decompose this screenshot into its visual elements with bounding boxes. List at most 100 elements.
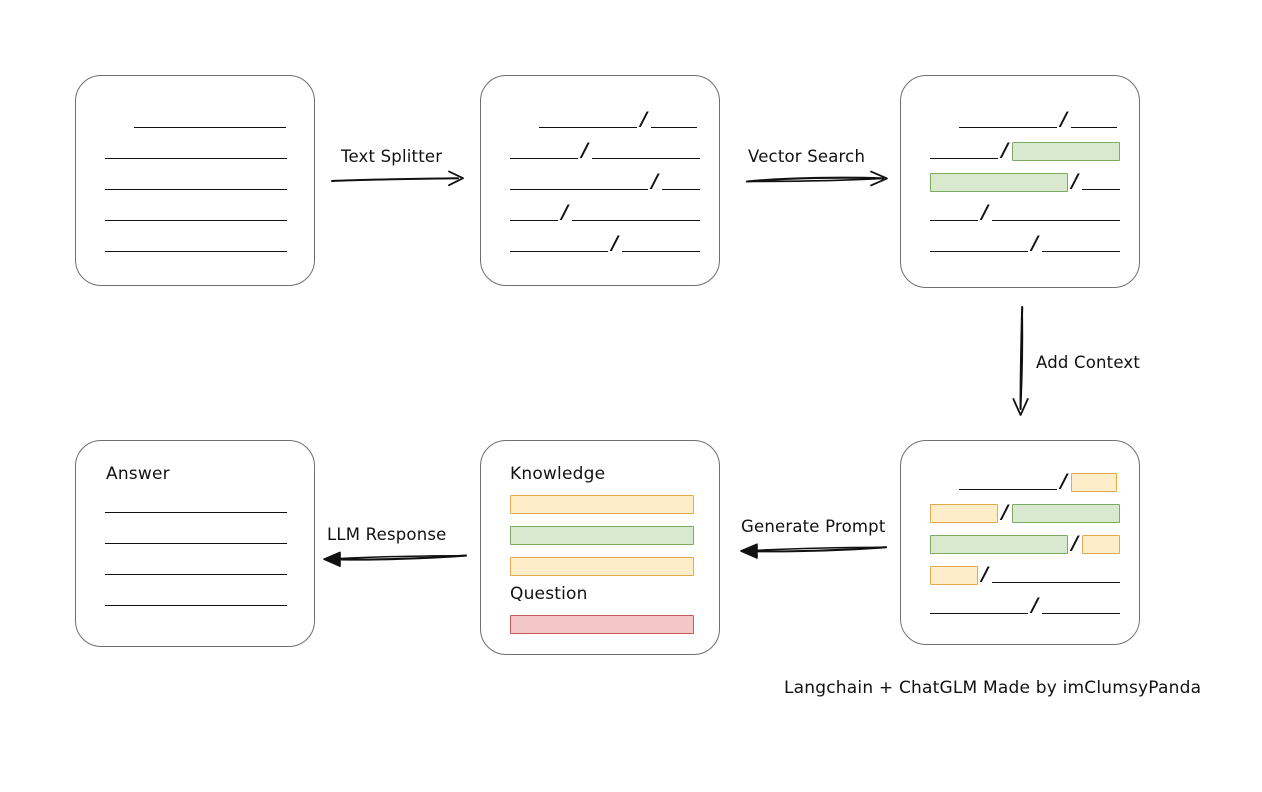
edge-vector-search-arrow	[745, 168, 895, 190]
green-highlight-segment	[1012, 141, 1120, 161]
text-line-segment	[105, 559, 287, 575]
source-document-card[interactable]	[75, 75, 315, 286]
document-line	[76, 109, 314, 131]
document-line: /	[901, 595, 1139, 617]
edge-llm-response-arrow	[318, 548, 470, 570]
document-line: /	[481, 171, 719, 193]
document-line	[76, 494, 314, 516]
yellow-highlight-segment	[510, 494, 694, 514]
document-line	[76, 233, 314, 255]
text-line-segment	[572, 205, 700, 221]
edge-llm-response-label: LLM Response	[327, 525, 447, 544]
answer-rows	[76, 441, 314, 646]
text-line-segment	[510, 236, 608, 252]
separator-slash: /	[1001, 138, 1009, 161]
text-line-segment	[930, 236, 1028, 252]
separator-slash: /	[651, 169, 659, 192]
document-line: /	[901, 140, 1139, 162]
text-line-segment	[510, 205, 558, 221]
separator-slash: /	[611, 231, 619, 254]
context-document-card[interactable]: /////	[900, 440, 1140, 645]
green-highlight-segment	[510, 525, 694, 545]
text-line-segment	[930, 598, 1028, 614]
document-line: /	[901, 471, 1139, 493]
separator-slash: /	[981, 200, 989, 223]
text-line-segment	[105, 143, 287, 159]
edge-generate-prompt-arrow	[735, 540, 890, 562]
diagram-caption: Langchain + ChatGLM Made by imClumsyPand…	[784, 678, 1202, 698]
document-line: /	[901, 502, 1139, 524]
text-line-segment	[105, 205, 287, 221]
yellow-highlight-segment	[930, 503, 998, 523]
document-line: /	[901, 109, 1139, 131]
separator-slash: /	[1060, 469, 1068, 492]
document-line: /	[901, 202, 1139, 224]
separator-slash: /	[581, 138, 589, 161]
prompt-line	[481, 613, 719, 635]
yellow-highlight-segment	[930, 565, 978, 585]
edge-add-context-label: Add Context	[1036, 353, 1141, 372]
split-document-card[interactable]: / / / / /	[480, 75, 720, 286]
text-line-segment	[134, 112, 286, 128]
separator-slash: /	[1031, 593, 1039, 616]
separator-slash: /	[561, 200, 569, 223]
document-line	[76, 171, 314, 193]
text-line-segment	[105, 497, 287, 513]
context-document-rows: /////	[901, 441, 1139, 644]
edge-text-splitter-label: Text Splitter	[341, 147, 443, 166]
text-line-segment	[105, 590, 287, 606]
text-line-segment	[992, 205, 1120, 221]
document-line	[76, 525, 314, 547]
text-line-segment	[1042, 598, 1120, 614]
split-document-rows: / / / / /	[481, 76, 719, 285]
text-line-segment	[959, 474, 1057, 490]
knowledge-label: Knowledge	[510, 464, 606, 484]
text-line-segment	[510, 174, 648, 190]
document-line: /	[901, 564, 1139, 586]
text-line-segment	[662, 174, 700, 190]
prompt-line	[481, 493, 719, 515]
text-line-segment	[1042, 236, 1120, 252]
answer-card[interactable]: Answer	[75, 440, 315, 647]
text-line-segment	[930, 143, 998, 159]
answer-label: Answer	[106, 464, 170, 484]
green-highlight-segment	[930, 172, 1068, 192]
separator-slash: /	[640, 107, 648, 130]
prompt-card[interactable]: Knowledge Question	[480, 440, 720, 655]
text-line-segment	[539, 112, 637, 128]
text-line-segment	[992, 567, 1120, 583]
text-line-segment	[959, 112, 1057, 128]
text-line-segment	[1071, 112, 1117, 128]
yellow-highlight-segment	[1082, 534, 1120, 554]
red-highlight-segment	[510, 614, 694, 634]
prompt-line	[481, 524, 719, 546]
text-line-segment	[651, 112, 697, 128]
knowledge-rows	[481, 441, 719, 654]
document-line: /	[481, 140, 719, 162]
document-line: /	[481, 202, 719, 224]
edge-text-splitter-arrow	[330, 168, 470, 190]
question-label: Question	[510, 584, 588, 604]
separator-slash: /	[1071, 169, 1079, 192]
edge-generate-prompt-label: Generate Prompt	[741, 517, 886, 536]
document-line	[76, 587, 314, 609]
question-rows	[481, 441, 719, 654]
matched-document-card[interactable]: /////	[900, 75, 1140, 288]
text-line-segment	[510, 143, 578, 159]
document-line	[76, 140, 314, 162]
green-highlight-segment	[1012, 503, 1120, 523]
text-line-segment	[105, 174, 287, 190]
prompt-line	[481, 555, 719, 577]
text-line-segment	[622, 236, 700, 252]
separator-slash: /	[1001, 500, 1009, 523]
document-line: /	[481, 233, 719, 255]
text-line-segment	[592, 143, 700, 159]
separator-slash: /	[1060, 107, 1068, 130]
text-line-segment	[930, 205, 978, 221]
document-line	[76, 556, 314, 578]
matched-document-rows: /////	[901, 76, 1139, 287]
green-highlight-segment	[930, 534, 1068, 554]
yellow-highlight-segment	[1071, 472, 1117, 492]
edge-add-context-arrow	[1010, 305, 1036, 420]
